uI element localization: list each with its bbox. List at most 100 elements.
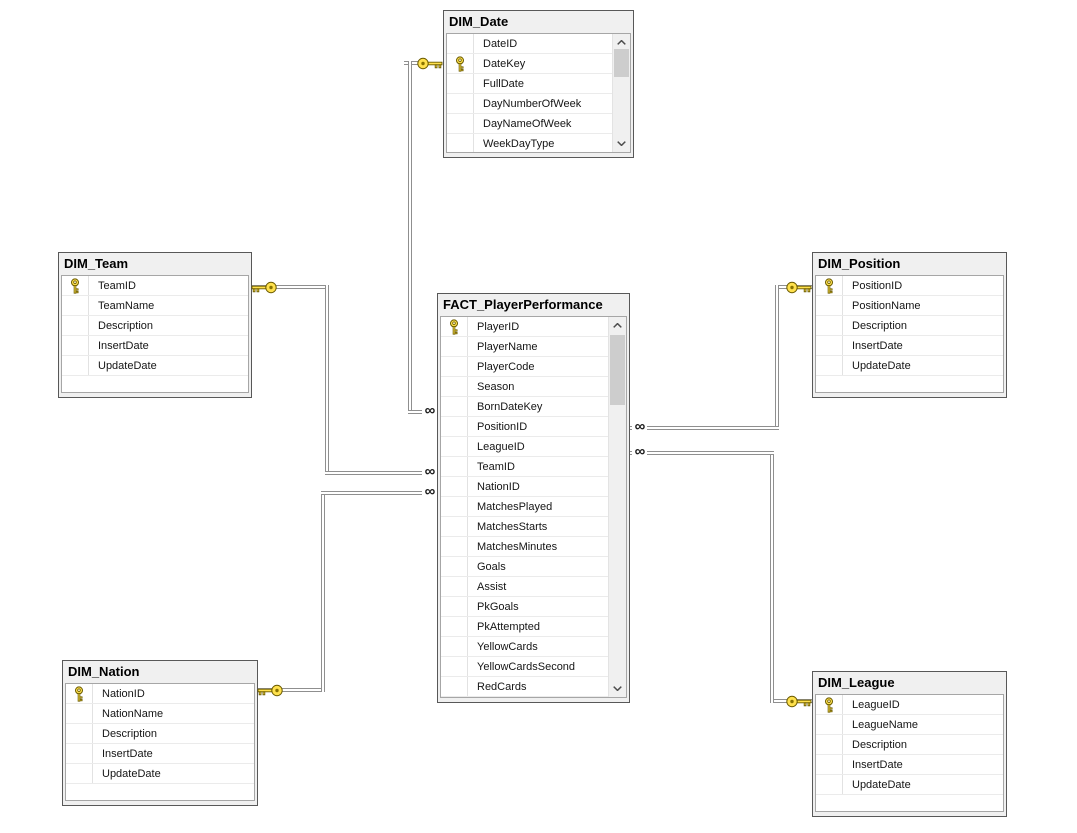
column-row[interactable]: PositionID bbox=[816, 276, 1003, 296]
column-row[interactable]: PkAttempted bbox=[441, 617, 626, 637]
column-row[interactable]: NationID bbox=[441, 477, 626, 497]
column-row[interactable]: NationName bbox=[66, 704, 254, 724]
vertical-scrollbar[interactable] bbox=[608, 317, 626, 697]
column-name: TeamName bbox=[98, 299, 155, 312]
key-cell-empty bbox=[66, 764, 93, 783]
column-row[interactable]: Description bbox=[62, 316, 248, 336]
table-title[interactable]: DIM_Date bbox=[449, 14, 509, 29]
column-row[interactable]: MatchesStarts bbox=[441, 517, 626, 537]
column-row[interactable]: UpdateDate bbox=[66, 764, 254, 784]
relationship-line[interactable] bbox=[325, 471, 437, 475]
column-row[interactable]: DateKey bbox=[447, 54, 630, 74]
column-name: InsertDate bbox=[98, 339, 149, 352]
relationship-line[interactable] bbox=[770, 451, 774, 703]
column-name: PositionName bbox=[852, 299, 921, 312]
column-row[interactable]: YellowCards bbox=[441, 637, 626, 657]
scrollbar-thumb[interactable] bbox=[610, 335, 625, 405]
column-row[interactable]: Assist bbox=[441, 577, 626, 597]
column-row[interactable]: WeekDayType bbox=[447, 134, 630, 152]
column-row[interactable]: InsertDate bbox=[66, 744, 254, 764]
column-row[interactable]: LeagueID bbox=[441, 437, 626, 457]
column-row[interactable]: DayNumberOfWeek bbox=[447, 94, 630, 114]
primary-key-icon bbox=[447, 54, 474, 73]
column-row[interactable]: LeagueID bbox=[816, 695, 1003, 715]
column-row[interactable]: DayNameOfWeek bbox=[447, 114, 630, 134]
column-row[interactable]: TeamID bbox=[62, 276, 248, 296]
column-row[interactable]: Season bbox=[441, 377, 626, 397]
column-row[interactable]: PositionName bbox=[816, 296, 1003, 316]
column-row[interactable]: UpdateDate bbox=[816, 356, 1003, 376]
column-row[interactable]: UpdateDate bbox=[816, 775, 1003, 795]
column-row[interactable]: LeagueName bbox=[816, 715, 1003, 735]
table-title[interactable]: DIM_Nation bbox=[68, 664, 140, 679]
column-row[interactable]: MatchesMinutes bbox=[441, 537, 626, 557]
column-row[interactable]: InsertDate bbox=[816, 336, 1003, 356]
column-name: Goals bbox=[477, 560, 506, 573]
table-title[interactable]: DIM_League bbox=[818, 675, 895, 690]
relationship-line[interactable] bbox=[321, 491, 325, 692]
key-cell-empty bbox=[66, 704, 93, 723]
primary-key-icon bbox=[816, 276, 843, 295]
column-row[interactable]: InsertDate bbox=[62, 336, 248, 356]
column-row[interactable]: UpdateDate bbox=[62, 356, 248, 376]
column-name: UpdateDate bbox=[98, 359, 157, 372]
key-cell-empty bbox=[441, 637, 468, 656]
column-row[interactable]: NationID bbox=[66, 684, 254, 704]
scroll-up-arrow-icon[interactable] bbox=[613, 34, 630, 51]
column-row[interactable]: Description bbox=[816, 735, 1003, 755]
column-row[interactable]: PlayerID bbox=[441, 317, 626, 337]
key-cell-empty bbox=[62, 316, 89, 335]
table-title[interactable]: DIM_Position bbox=[818, 256, 901, 271]
table-title[interactable]: FACT_PlayerPerformance bbox=[443, 297, 603, 312]
relationship-line[interactable] bbox=[325, 285, 329, 475]
key-cell-empty bbox=[441, 417, 468, 436]
scroll-down-arrow-icon[interactable] bbox=[609, 680, 626, 697]
column-row[interactable]: YellowCardsSecond bbox=[441, 657, 626, 677]
column-row[interactable]: InsertDate bbox=[816, 755, 1003, 775]
column-row[interactable]: BornDateKey bbox=[441, 397, 626, 417]
column-row[interactable]: Description bbox=[816, 316, 1003, 336]
relationship-line[interactable] bbox=[321, 491, 437, 495]
column-row[interactable]: PlayerName bbox=[441, 337, 626, 357]
relationship-line[interactable] bbox=[630, 451, 774, 455]
column-name: Description bbox=[852, 738, 908, 751]
relationship-line[interactable] bbox=[630, 426, 779, 430]
scroll-down-arrow-icon[interactable] bbox=[613, 135, 630, 152]
column-name: NationID bbox=[477, 480, 520, 493]
relationship-line[interactable] bbox=[258, 688, 325, 692]
relationship-line[interactable] bbox=[408, 61, 412, 414]
column-row[interactable]: FullDate bbox=[447, 74, 630, 94]
key-cell-empty bbox=[441, 517, 468, 536]
column-row[interactable]: PlayerCode bbox=[441, 357, 626, 377]
column-row[interactable]: MatchesPlayed bbox=[441, 497, 626, 517]
scroll-up-arrow-icon[interactable] bbox=[609, 317, 626, 334]
vertical-scrollbar[interactable] bbox=[612, 34, 630, 152]
key-cell-empty bbox=[447, 94, 474, 113]
column-row[interactable]: PositionID bbox=[441, 417, 626, 437]
column-row[interactable]: DateID bbox=[447, 34, 630, 54]
column-name: TeamID bbox=[98, 279, 136, 292]
column-row[interactable]: RedCards bbox=[441, 677, 626, 697]
key-cell-empty bbox=[441, 337, 468, 356]
table-title[interactable]: DIM_Team bbox=[64, 256, 129, 271]
scrollbar-thumb[interactable] bbox=[614, 49, 629, 77]
column-row[interactable]: Goals bbox=[441, 557, 626, 577]
column-name: YellowCards bbox=[477, 640, 538, 653]
column-row[interactable]: Description bbox=[66, 724, 254, 744]
primary-key-icon bbox=[816, 695, 843, 714]
key-cell-empty bbox=[441, 657, 468, 676]
column-row[interactable]: PkGoals bbox=[441, 597, 626, 617]
column-name: PkAttempted bbox=[477, 620, 540, 633]
column-row[interactable]: TeamID bbox=[441, 457, 626, 477]
relationship-line[interactable] bbox=[404, 61, 420, 65]
relationship-line[interactable] bbox=[775, 285, 779, 430]
relationship-line[interactable] bbox=[252, 285, 329, 289]
column-row[interactable]: TeamName bbox=[62, 296, 248, 316]
